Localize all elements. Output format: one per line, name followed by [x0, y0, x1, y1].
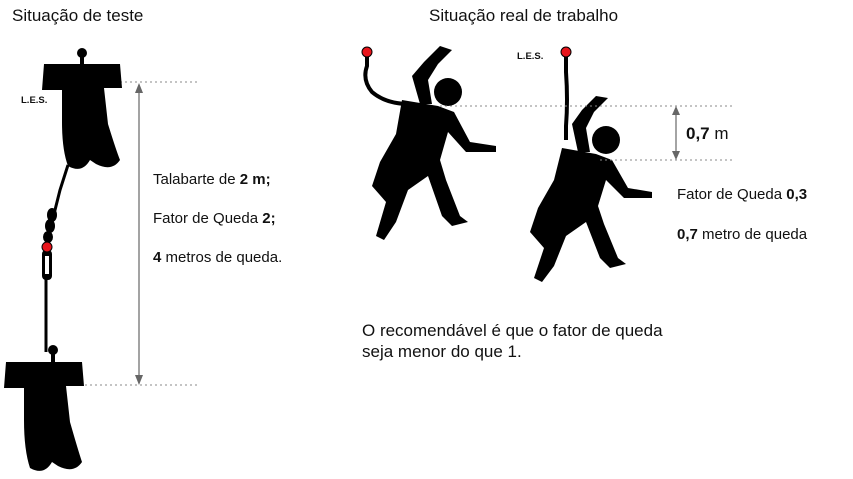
real-situation-title: Situação real de trabalho: [429, 6, 619, 25]
les-label-real: L.E.S.: [517, 51, 544, 62]
carabiner-icon: [42, 208, 57, 280]
lanyard-length-line: Talabarte de 2 m;: [153, 171, 271, 188]
les-label-test: L.E.S.: [21, 95, 48, 106]
test-fall-distance-line: 4 metros de queda.: [153, 249, 283, 266]
conclusion-line-1: O recomendável é que o fator de queda: [362, 321, 663, 340]
test-fall-factor-line: Fator de Queda 2;: [153, 210, 276, 227]
worker-silhouette-icon: [361, 46, 496, 240]
anchor-point-icon: [41, 241, 53, 253]
real-dimension-arrow: [672, 106, 680, 160]
test-dimension-arrow: [135, 83, 143, 385]
worker-silhouette-icon-2: [530, 46, 652, 282]
conclusion-line-2: seja menor do que 1.: [362, 342, 522, 361]
real-fall-distance-line: 0,7 metro de queda: [677, 226, 808, 243]
test-situation-title: Situação de teste: [12, 6, 144, 25]
real-distance-label: 0,7 m: [686, 124, 729, 143]
real-fall-factor-line: Fator de Queda 0,3: [677, 186, 808, 203]
test-mass-icon: [42, 48, 122, 169]
lower-test-mass-icon: [4, 345, 84, 471]
